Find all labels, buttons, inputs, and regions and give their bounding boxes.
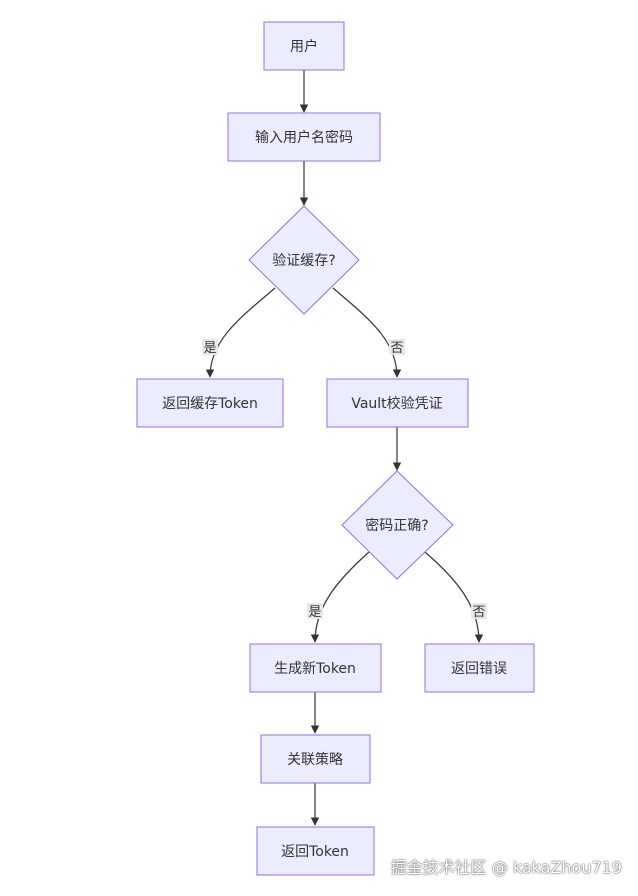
edge-label-password-yes-text: 是 (308, 605, 321, 620)
node-return-token-label: 返回Token (281, 844, 349, 860)
node-vault-verify: Vault校验凭证 (326, 378, 469, 428)
node-return-error-label: 返回错误 (451, 661, 507, 677)
node-link-policy: 关联策略 (260, 734, 371, 784)
edge-label-password-no-text: 否 (472, 605, 485, 620)
node-return-error: 返回错误 (424, 643, 535, 693)
edge-label-cache-yes-text: 是 (203, 341, 216, 356)
edge-cache-no (332, 287, 402, 378)
node-vault-verify-label: Vault校验凭证 (351, 395, 442, 412)
node-return-cached-token: 返回缓存Token (136, 378, 284, 428)
node-input-credentials: 输入用户名密码 (227, 112, 381, 162)
node-user: 用户 (263, 21, 345, 71)
edge-cache-yes (205, 287, 276, 378)
node-generate-token-label: 生成新Token (274, 661, 356, 677)
decision-password-correct: 密码正确? (341, 470, 454, 580)
node-user-label: 用户 (290, 38, 318, 55)
watermark-text: 掘金技术社区 @ kakaZhou719 (390, 858, 622, 877)
decision-check-cache: 验证缓存? (248, 205, 360, 315)
node-return-token: 返回Token (256, 826, 375, 876)
node-generate-token: 生成新Token (249, 643, 382, 693)
decision-check-cache-label: 验证缓存? (272, 253, 335, 269)
edge-password-no (424, 551, 484, 643)
node-input-credentials-label: 输入用户名密码 (255, 129, 353, 146)
node-link-policy-label: 关联策略 (287, 751, 343, 768)
edge-label-password-yes: 是 (307, 603, 323, 620)
edge-label-password-no: 否 (471, 603, 487, 620)
edge-label-cache-no: 否 (389, 339, 405, 356)
edge-label-cache-yes: 是 (202, 339, 218, 356)
edge-label-cache-no-text: 否 (390, 341, 403, 356)
node-return-cached-token-label: 返回缓存Token (162, 396, 258, 412)
decision-password-correct-label: 密码正确? (365, 517, 428, 534)
edge-password-yes (310, 551, 370, 643)
